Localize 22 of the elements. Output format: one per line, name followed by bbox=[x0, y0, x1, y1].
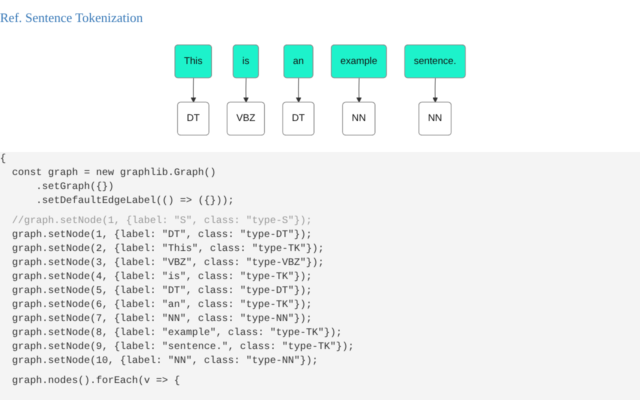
code-line: graph.setNode(9, {label: "sentence.", class: "type-TK"}); bbox=[12, 342, 354, 354]
arrow bbox=[243, 78, 249, 103]
code-line: graph.setNode(8, {label: "example", class: "type-TK"}); bbox=[12, 328, 342, 340]
title: Ref. Sentence Tokenization bbox=[0, 10, 143, 26]
arrow bbox=[296, 78, 302, 103]
code-line: const graph = new graphlib.Graph() bbox=[12, 168, 216, 180]
arrow bbox=[190, 78, 196, 103]
arrow bbox=[356, 78, 362, 103]
code-line: graph.setNode(7, {label: "NN", class: "type-NN"}); bbox=[12, 314, 312, 326]
code-line: .setGraph({}) bbox=[36, 182, 114, 194]
code-line: graph.setNode(6, {label: "an", class: "type-TK"}); bbox=[12, 300, 312, 312]
code-line: graph.setNode(4, {label: "is", class: "type-TK"}); bbox=[12, 272, 312, 284]
code-line: graph.setNode(5, {label: "DT", class: "type-DT"}); bbox=[12, 286, 312, 298]
code-line: graph.nodes().forEach(v => { bbox=[12, 376, 180, 388]
arrow bbox=[432, 78, 438, 103]
code-line: graph.setNode(1, {label: "DT", class: "type-DT"}); bbox=[12, 230, 312, 242]
code-line: .setDefaultEdgeLabel(() => ({})); bbox=[36, 196, 234, 208]
code-line: graph.setNode(2, {label: "This", class: "type-TK"}); bbox=[12, 244, 324, 256]
code-line: graph.setNode(10, {label: "NN", class: "type-NN"}); bbox=[12, 356, 318, 368]
code-line: { bbox=[0, 154, 6, 166]
code-comment: //graph.setNode(1, {label: "S", class: "type-S"}); bbox=[12, 216, 312, 228]
code-line: graph.setNode(3, {label: "VBZ", class: "type-VBZ"}); bbox=[12, 258, 324, 270]
